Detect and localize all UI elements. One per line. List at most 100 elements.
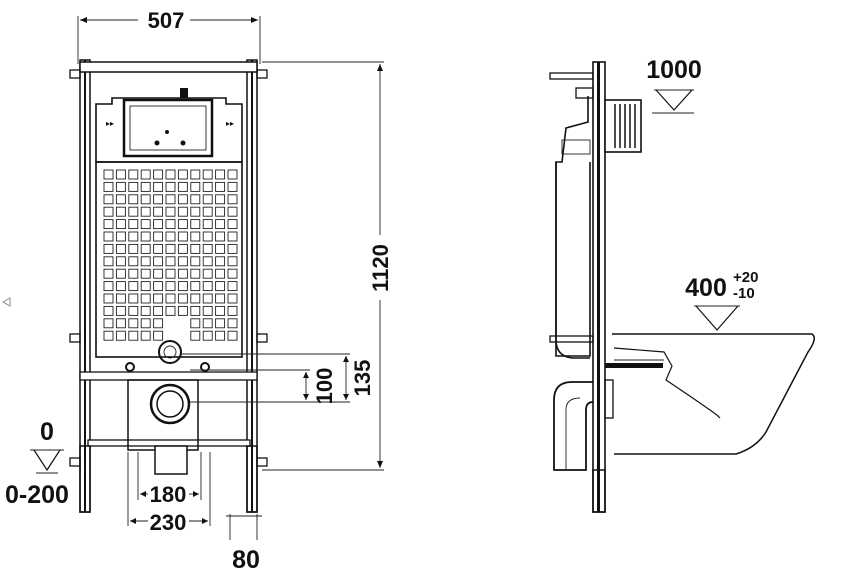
cistern-tile	[103, 219, 114, 230]
cistern-tile	[140, 281, 151, 292]
cistern-tile	[227, 231, 238, 242]
cistern-tile	[215, 169, 226, 180]
cistern-tile	[177, 281, 188, 292]
d230-label: 230	[150, 510, 187, 535]
outlet-dimensions: 100 135	[180, 353, 375, 404]
cistern-tile	[202, 194, 213, 205]
cistern-tile	[103, 243, 114, 254]
cistern-tile	[190, 243, 201, 254]
cistern-tile	[202, 330, 213, 341]
cistern-tile	[115, 181, 126, 192]
tol-minus-label: -10	[733, 285, 755, 302]
cistern-tile	[190, 281, 201, 292]
cistern-tile	[227, 268, 238, 279]
cistern-tile	[165, 293, 176, 304]
cistern-tile	[103, 206, 114, 217]
cistern-tile	[103, 181, 114, 192]
cistern-tile	[140, 330, 151, 341]
cistern-tile	[215, 305, 226, 316]
cistern-tile	[153, 281, 164, 292]
cistern-mark-left: ▸▸	[106, 119, 114, 128]
cistern-tile	[115, 305, 126, 316]
cistern-tile	[190, 268, 201, 279]
cistern-tile	[128, 318, 139, 329]
cistern-tile	[103, 268, 114, 279]
cistern-mark-right: ▸▸	[226, 119, 234, 128]
cistern-tile	[202, 305, 213, 316]
cistern-tile	[115, 231, 126, 242]
cistern-tile	[153, 219, 164, 230]
cistern-tile	[103, 330, 114, 341]
cistern-tile	[190, 169, 201, 180]
cistern-tile	[140, 268, 151, 279]
cistern-tile	[227, 219, 238, 230]
width-dimension: 507	[77, 8, 261, 64]
cistern-tile	[202, 169, 213, 180]
side-drain-pipe	[553, 379, 614, 471]
cistern-tile	[140, 219, 151, 230]
cistern-tile	[215, 318, 226, 329]
drain-bend	[125, 362, 210, 475]
cistern-tile	[190, 206, 201, 217]
cistern: ▸▸ ▸▸	[95, 88, 243, 364]
floor-level-marker: 0 0-200	[5, 418, 69, 509]
cistern-tile	[202, 293, 213, 304]
cistern-tile	[227, 305, 238, 316]
cistern-tile	[140, 169, 151, 180]
cistern-tile	[190, 293, 201, 304]
feet	[79, 445, 258, 513]
cistern-tile	[140, 194, 151, 205]
cistern-tile	[103, 293, 114, 304]
cistern-tile	[190, 318, 201, 329]
width-label: 507	[148, 8, 185, 33]
cistern-tile	[202, 206, 213, 217]
cistern-tile	[128, 305, 139, 316]
height-label: 1120	[368, 244, 393, 292]
cistern-tile	[202, 231, 213, 242]
cistern-tile	[215, 243, 226, 254]
cistern-tile	[140, 181, 151, 192]
cistern-tile	[202, 268, 213, 279]
level-400-marker: 400 +20 -10	[685, 269, 758, 331]
cistern-tile	[202, 281, 213, 292]
cistern-tile	[202, 181, 213, 192]
cistern-tile	[165, 256, 176, 267]
cistern-tile	[202, 243, 213, 254]
cistern-tile	[140, 243, 151, 254]
d135-label: 135	[350, 360, 375, 397]
cistern-tile	[177, 305, 188, 316]
cistern-tile	[177, 194, 188, 205]
cistern-tile	[128, 231, 139, 242]
cistern-tile	[177, 268, 188, 279]
cistern-tile	[227, 330, 238, 341]
cistern-tile	[215, 256, 226, 267]
cistern-tile	[177, 256, 188, 267]
cistern-tile	[227, 181, 238, 192]
cistern-tile	[140, 305, 151, 316]
cistern-tile	[153, 293, 164, 304]
cistern-tile	[177, 219, 188, 230]
cistern-tile	[215, 330, 226, 341]
cistern-tile	[202, 219, 213, 230]
cistern-tile	[190, 231, 201, 242]
cistern-tile	[153, 268, 164, 279]
cistern-tile	[128, 330, 139, 341]
cistern-tile	[153, 243, 164, 254]
cistern-tile	[165, 169, 176, 180]
level-1000-marker: 1000	[646, 56, 702, 114]
cistern-tile	[190, 219, 201, 230]
cistern-tile	[190, 194, 201, 205]
cistern-tile	[153, 305, 164, 316]
cistern-tile	[177, 243, 188, 254]
tol-plus-label: +20	[733, 269, 758, 286]
cistern-tile	[128, 169, 139, 180]
cistern-tile	[177, 206, 188, 217]
cistern-tile	[115, 169, 126, 180]
side-tank	[555, 96, 591, 359]
cistern-tile	[103, 318, 114, 329]
cistern-tile	[115, 318, 126, 329]
wc-bowl	[612, 333, 815, 455]
level-range-label: 0-200	[5, 481, 69, 509]
cistern-tile	[128, 243, 139, 254]
